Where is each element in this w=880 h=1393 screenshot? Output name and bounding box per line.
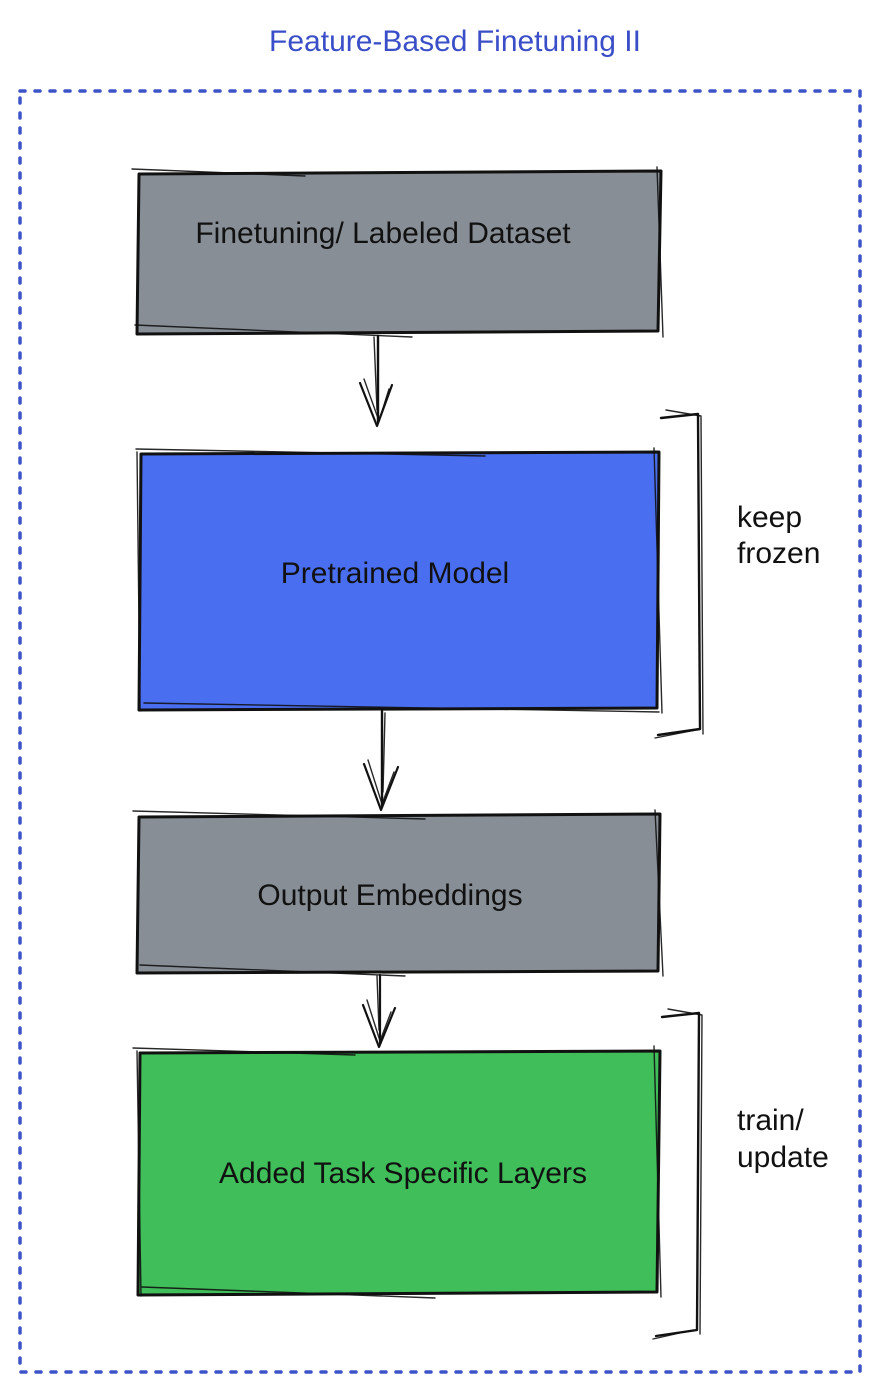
arrow-head-icon	[361, 1003, 397, 1049]
arrow-head-icon	[362, 762, 400, 812]
arrow-head-sketch	[366, 999, 392, 1042]
diagram-title: Feature-Based Finetuning II	[269, 25, 641, 58]
box-output-embeddings-outline	[135, 812, 662, 975]
box-output-embeddings-sketch	[132, 809, 664, 977]
arrow-shaft-sketch	[376, 975, 380, 1031]
arrow-head-sketch	[363, 378, 390, 422]
arrow-shaft-sketch	[373, 336, 378, 411]
arrow-head-sketch	[367, 759, 395, 805]
box-task-specific-layers: Added Task Specific Layers	[132, 1045, 662, 1299]
box-pretrained-model-label: Pretrained Model	[281, 557, 509, 590]
arrow-embeddings-to-layers	[361, 973, 397, 1049]
box-task-specific-layers-outline	[136, 1049, 662, 1297]
dashed-container-border	[18, 89, 862, 1374]
bracket-train-update: train/ update	[652, 1008, 829, 1340]
box-output-embeddings-fill	[137, 814, 660, 973]
box-finetuning-dataset: Finetuning/ Labeled Dataset	[131, 166, 664, 338]
box-task-specific-layers-label: Added Task Specific Layers	[219, 1157, 587, 1190]
bracket-icon	[654, 1011, 701, 1338]
box-finetuning-dataset-outline	[135, 169, 663, 336]
arrow-dataset-to-model	[358, 334, 394, 428]
box-finetuning-dataset-fill	[137, 171, 661, 334]
bracket-sketch	[652, 1008, 703, 1340]
train-update-label-line2: update	[737, 1141, 829, 1174]
bracket-keep-frozen: keep frozen	[654, 409, 820, 739]
box-pretrained-model-sketch	[135, 447, 663, 714]
box-task-specific-layers-fill	[138, 1051, 660, 1295]
bracket-icon	[656, 412, 702, 737]
keep-frozen-label-line1: keep	[737, 501, 802, 534]
bracket-sketch	[654, 409, 704, 739]
box-output-embeddings: Output Embeddings	[132, 809, 664, 977]
box-pretrained-model-fill	[139, 452, 659, 710]
keep-frozen-label-line2: frozen	[737, 537, 820, 570]
arrow-head-icon	[358, 381, 394, 428]
box-task-specific-layers-sketch	[132, 1045, 662, 1299]
box-output-embeddings-label: Output Embeddings	[257, 879, 522, 912]
box-finetuning-dataset-label: Finetuning/ Labeled Dataset	[195, 217, 571, 250]
arrow-shaft-sketch	[382, 712, 386, 793]
arrow-model-to-embeddings	[362, 709, 400, 812]
box-finetuning-dataset-sketch	[131, 166, 664, 338]
box-pretrained-model: Pretrained Model	[135, 447, 663, 714]
train-update-label-line1: train/	[737, 1104, 804, 1137]
